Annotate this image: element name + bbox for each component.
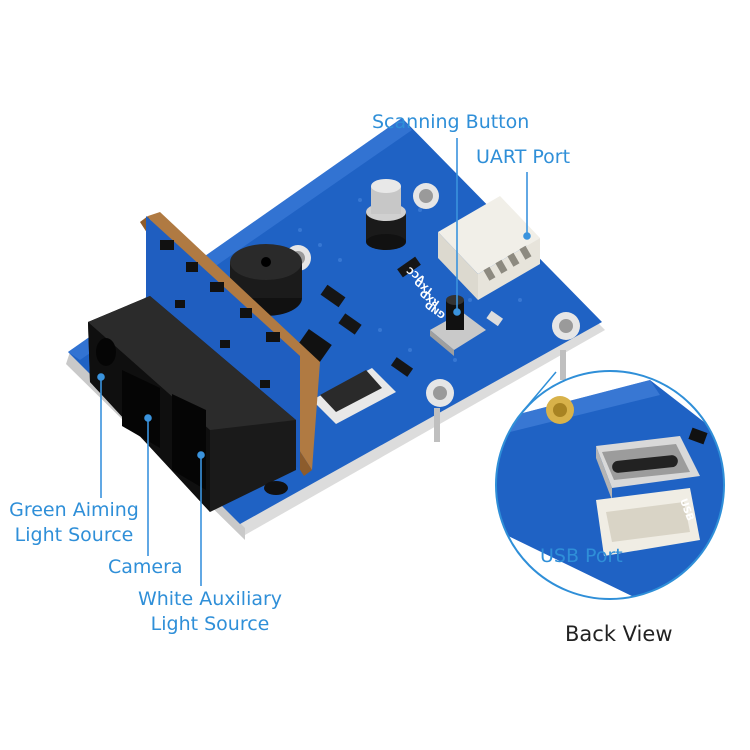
capacitor-icon xyxy=(366,179,406,250)
camera-window xyxy=(122,370,160,448)
uart-connector xyxy=(438,196,540,300)
label-white-aux-line1: White Auxiliary xyxy=(137,588,283,610)
label-green-aiming: Green Aiming Light Source xyxy=(4,498,144,548)
label-usb-port: USB Port xyxy=(540,545,623,567)
usb-cable-connector xyxy=(596,488,700,556)
label-uart-port: UART Port xyxy=(476,146,571,168)
label-green-aiming-line1: Green Aiming xyxy=(9,499,139,521)
label-camera: Camera xyxy=(108,556,183,578)
barcode-module-board: VCC TXD RXD GND xyxy=(66,118,605,540)
label-scanning-button: Scanning Button xyxy=(372,111,530,133)
white-light-window xyxy=(172,394,206,490)
label-white-aux-line2: Light Source xyxy=(150,613,270,635)
back-view-title: Back View xyxy=(565,622,673,646)
green-aiming-aperture xyxy=(96,338,116,366)
label-green-aiming-line2: Light Source xyxy=(14,524,134,546)
usb-c-port-icon xyxy=(596,436,700,500)
label-white-auxiliary: White Auxiliary Light Source xyxy=(132,587,288,637)
back-view-inset: USB xyxy=(495,370,725,600)
ffc-connector xyxy=(312,368,396,424)
